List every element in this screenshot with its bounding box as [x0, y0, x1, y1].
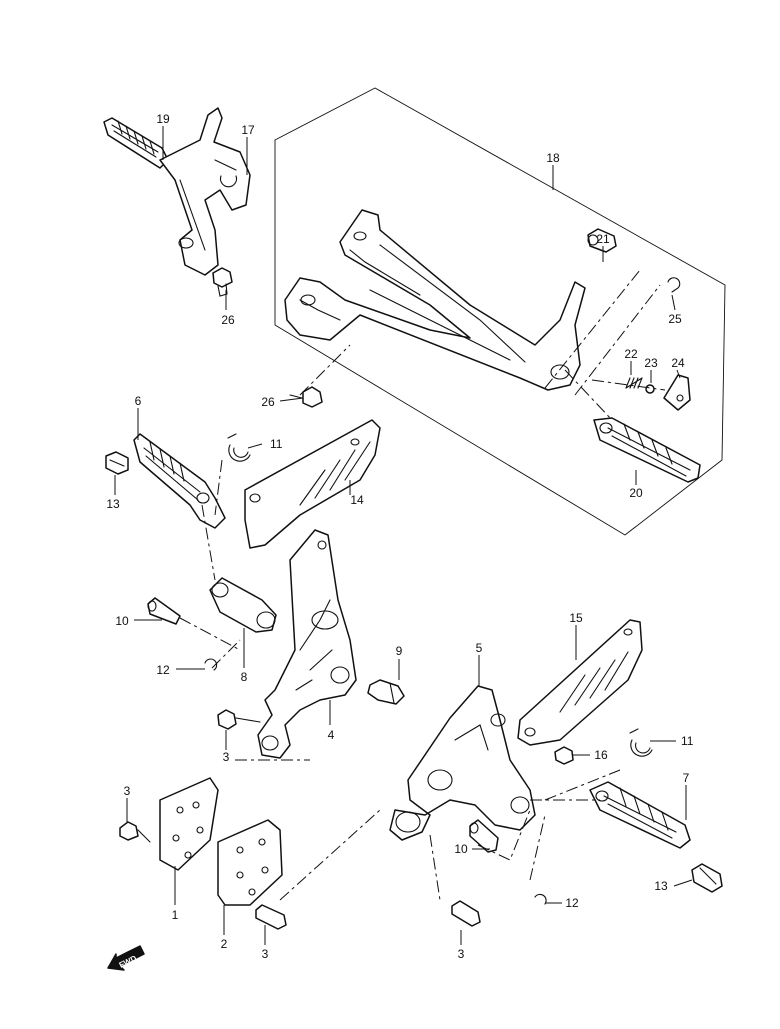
assembly-lines — [179, 269, 666, 901]
callout-17: 17 — [241, 123, 255, 137]
callout-3: 3 — [262, 947, 269, 961]
part-footrest-20 — [593, 417, 701, 483]
callout-18: 18 — [546, 151, 560, 165]
callout-4: 4 — [328, 728, 335, 742]
callout-13: 13 — [654, 879, 668, 893]
part-ball-23 — [645, 384, 655, 394]
callout-23: 23 — [644, 356, 658, 370]
part-clip-12-left — [204, 658, 218, 671]
part-pivot-8 — [209, 577, 277, 633]
part-clip-12-right — [534, 893, 547, 905]
part-bolt-16 — [554, 746, 574, 765]
callout-5: 5 — [476, 641, 483, 655]
callout-15: 15 — [569, 611, 583, 625]
callout-9: 9 — [396, 644, 403, 658]
callout-19: 19 — [156, 112, 170, 126]
part-spring-11-left — [227, 433, 251, 462]
callout-21: 21 — [596, 232, 610, 246]
part-spring-11-right — [629, 728, 653, 757]
callout-labels: 1 2 3 3 3 3 4 5 6 7 8 9 10 10 11 11 12 1… — [106, 112, 693, 961]
callout-10: 10 — [454, 842, 468, 856]
part-footrest-7 — [589, 781, 691, 849]
callout-13: 13 — [106, 497, 120, 511]
part-spring-22 — [625, 377, 643, 389]
part-bolt-13-right — [691, 863, 723, 893]
callout-3: 3 — [124, 784, 131, 798]
callout-22: 22 — [624, 347, 638, 361]
part-bolt-26-middle — [289, 386, 323, 408]
part-pin-21 — [587, 228, 617, 253]
callout-14: 14 — [350, 493, 364, 507]
callout-25: 25 — [668, 312, 682, 326]
part-bolt-3-bottom-left — [255, 904, 287, 930]
part-footrest-6 — [133, 433, 226, 529]
part-bolt-9 — [367, 679, 405, 705]
assembly-boundary-18 — [274, 87, 726, 536]
leader-lines — [114, 126, 693, 945]
part-pin-10-left — [147, 597, 181, 625]
callout-2: 2 — [221, 937, 228, 951]
callout-12: 12 — [565, 896, 579, 910]
callout-1: 1 — [172, 908, 179, 922]
part-plate-1 — [159, 777, 219, 871]
part-bolt-3-left — [119, 821, 151, 843]
part-heel-guard-15 — [517, 619, 643, 746]
callout-3: 3 — [223, 750, 230, 764]
callout-11: 11 — [270, 437, 283, 451]
callout-7: 7 — [683, 771, 690, 785]
forward-arrow-icon: FWD — [107, 945, 145, 971]
part-bolt-26-top — [212, 267, 233, 297]
part-bolt-13-left — [105, 451, 129, 475]
part-footrest-bracket-5 — [389, 685, 536, 841]
part-clip-25 — [667, 277, 681, 293]
callout-10: 10 — [115, 614, 129, 628]
callout-11: 11 — [681, 734, 694, 748]
callout-8: 8 — [241, 670, 248, 684]
callout-24: 24 — [671, 356, 685, 370]
callout-6: 6 — [135, 394, 142, 408]
part-plate-2 — [217, 819, 283, 906]
callout-20: 20 — [629, 486, 643, 500]
part-bolt-3-upper — [217, 709, 261, 730]
part-bracket-17 — [159, 107, 251, 276]
part-bolt-3-right — [451, 900, 481, 927]
part-footrest-bracket-4 — [257, 529, 357, 759]
part-heel-guard-14 — [244, 419, 381, 549]
callout-16: 16 — [594, 748, 608, 762]
callout-26: 26 — [221, 313, 235, 327]
part-pin-10-right — [469, 819, 499, 853]
part-plate-24 — [663, 374, 691, 411]
callout-3: 3 — [458, 947, 465, 961]
part-holder-18 — [284, 209, 586, 391]
callout-12: 12 — [156, 663, 170, 677]
callout-26: 26 — [261, 395, 275, 409]
